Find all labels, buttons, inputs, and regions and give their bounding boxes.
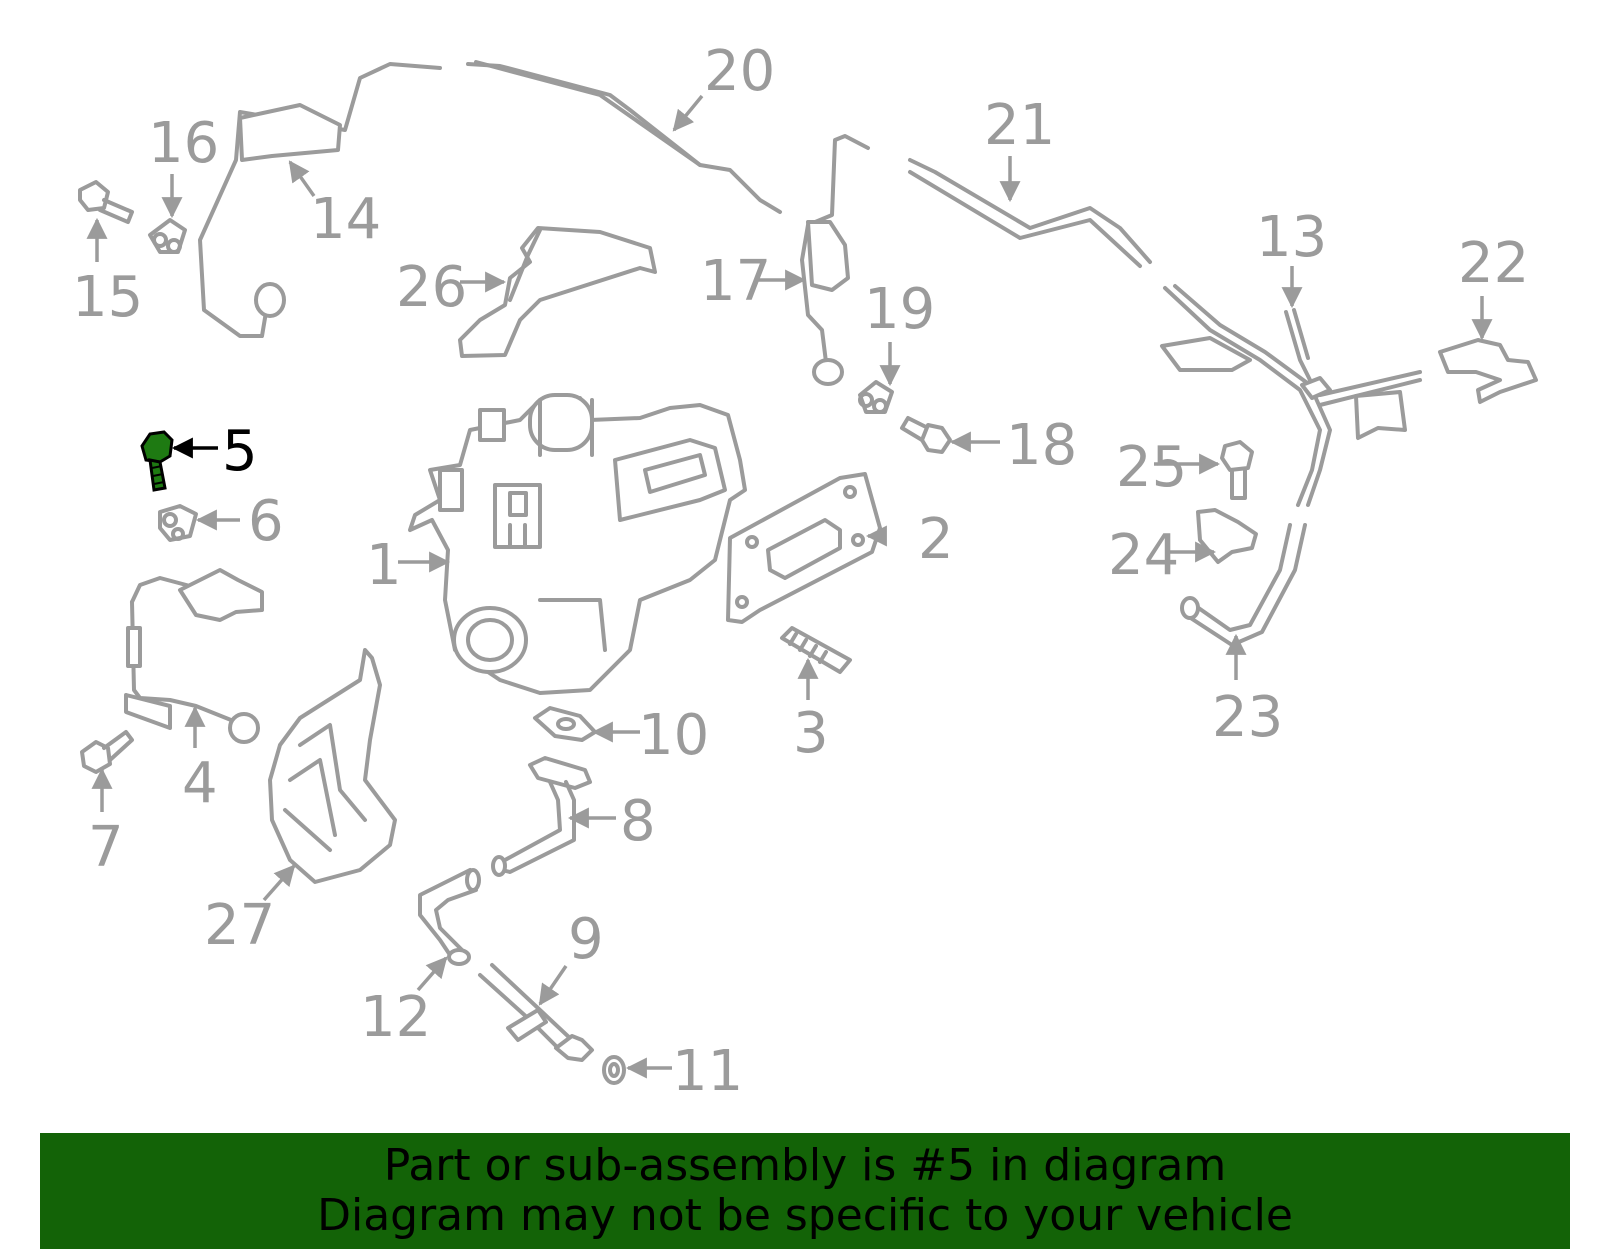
- callout-14: 14: [310, 187, 381, 252]
- part-19-washer: [858, 380, 894, 414]
- part-20-pipe: [198, 60, 782, 338]
- callout-21: 21: [984, 93, 1055, 158]
- part-26-heat-shield: [458, 226, 657, 358]
- callout-16: 16: [148, 111, 219, 176]
- part-22-connector: [1438, 338, 1538, 404]
- part-17-pipe: [800, 134, 870, 386]
- callout-26: 26: [396, 255, 467, 320]
- part-10-gasket: [533, 706, 597, 742]
- leader-lines: [86, 94, 1493, 1079]
- part-11-washer: [602, 1055, 626, 1085]
- callout-22: 22: [1458, 231, 1529, 296]
- callout-25: 25: [1116, 435, 1187, 500]
- part-6-washer: [158, 504, 198, 542]
- part-25-bolt: [1220, 440, 1254, 500]
- callout-4: 4: [182, 751, 218, 816]
- part-8-pipe: [491, 756, 592, 877]
- callout-11: 11: [672, 1039, 743, 1104]
- part-21-pipe: [908, 158, 1152, 268]
- callout-1: 1: [366, 533, 402, 598]
- part-1-turbocharger: [408, 393, 747, 695]
- callout-labels: 1 2 3 4 5 6 7 8 9 10 11 12 13 14 15 16 1…: [72, 39, 1529, 1104]
- part-9-pipe: [478, 963, 594, 1062]
- part-13-pipe-assembly: [1160, 284, 1422, 507]
- part-18-bolt: [900, 416, 952, 454]
- part-16-washer: [148, 218, 187, 254]
- banner-line-part: Part or sub-assembly is #5 in diagram: [383, 1140, 1227, 1191]
- callout-27: 27: [204, 893, 275, 958]
- callout-13: 13: [1256, 205, 1327, 270]
- callout-20: 20: [704, 39, 775, 104]
- banner-line-disclaimer: Diagram may not be specific to your vehi…: [317, 1190, 1293, 1241]
- part-24-bracket: [1196, 508, 1258, 564]
- part-27-heat-shield: [268, 648, 397, 884]
- callout-9: 9: [568, 907, 604, 972]
- callout-2: 2: [918, 507, 954, 572]
- part-15-bolt: [78, 180, 134, 224]
- info-banner: Part or sub-assembly is #5 in diagram Di…: [40, 1133, 1570, 1249]
- callout-12: 12: [360, 985, 431, 1050]
- callout-19: 19: [864, 277, 935, 342]
- callout-8: 8: [620, 789, 656, 854]
- callout-6: 6: [248, 489, 284, 554]
- callout-15: 15: [72, 265, 143, 330]
- callout-3: 3: [793, 701, 829, 766]
- part-12-hose: [418, 868, 481, 966]
- callout-24: 24: [1108, 523, 1179, 588]
- part-5-bolt[interactable]: [140, 430, 174, 492]
- part-7-bolt: [80, 730, 134, 774]
- callout-7: 7: [88, 815, 124, 880]
- callout-5[interactable]: 5: [222, 419, 258, 484]
- callout-18: 18: [1006, 413, 1077, 478]
- callout-23: 23: [1212, 685, 1283, 750]
- callout-10: 10: [638, 703, 709, 768]
- callout-17: 17: [700, 249, 771, 314]
- part-3-stud: [780, 626, 852, 674]
- part-2-gasket: [726, 472, 882, 624]
- part-23-hose: [1180, 523, 1307, 647]
